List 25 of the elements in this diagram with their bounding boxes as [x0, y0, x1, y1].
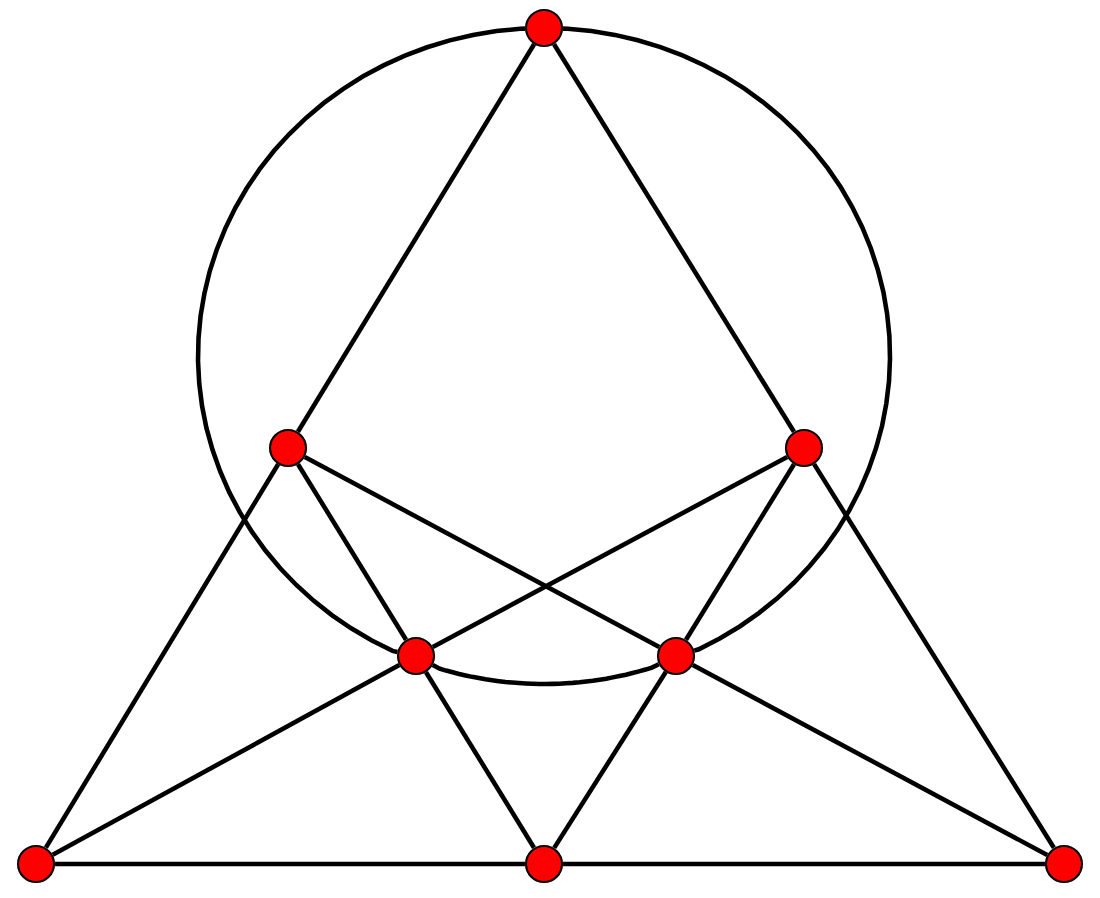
line — [51, 663, 401, 857]
line — [303, 454, 661, 649]
point-dot — [524, 844, 564, 884]
line — [691, 662, 1049, 857]
line — [55, 861, 525, 867]
point-dot — [396, 636, 436, 676]
line — [296, 463, 408, 641]
circle-arc — [562, 26, 893, 653]
circle-arc — [195, 26, 526, 655]
line — [431, 454, 789, 649]
point-dot — [1044, 844, 1084, 884]
point-dot — [268, 428, 308, 468]
line — [552, 42, 796, 433]
point-dot — [16, 844, 56, 884]
line — [684, 463, 796, 641]
point-dot — [524, 8, 564, 48]
line — [563, 861, 1045, 867]
point-dot — [784, 428, 824, 468]
line — [812, 462, 1056, 850]
line — [552, 670, 668, 850]
point-dot — [656, 636, 696, 676]
line — [424, 671, 536, 849]
circle-arc — [431, 662, 660, 687]
line — [43, 463, 281, 849]
line — [295, 43, 537, 433]
